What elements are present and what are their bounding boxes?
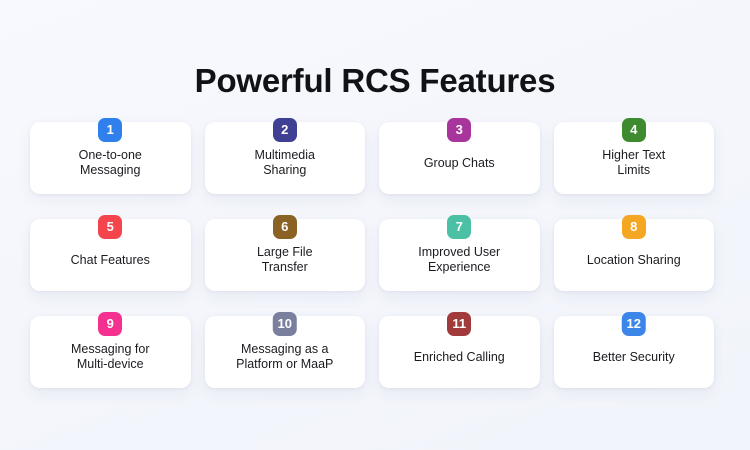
feature-number-badge: 1 [98, 118, 123, 142]
feature-number-badge: 8 [621, 215, 646, 239]
feature-label: Large File Transfer [256, 245, 313, 274]
page-title: Powerful RCS Features [194, 62, 556, 100]
feature-number-badge: 12 [621, 312, 646, 336]
feature-label: Group Chats [423, 155, 495, 170]
feature-label: Multimedia Sharing [254, 148, 315, 177]
feature-number-badge: 2 [272, 118, 297, 142]
feature-label: Improved User Experience [418, 245, 501, 274]
feature-number-badge: 7 [447, 215, 472, 239]
feature-number-badge: 6 [272, 215, 297, 239]
feature-label: Location Sharing [586, 252, 681, 267]
feature-number-badge: 4 [621, 118, 646, 142]
feature-label: Messaging for Multi-device [70, 342, 150, 371]
feature-label: One-to-one Messaging [78, 148, 142, 177]
feature-label: Chat Features [70, 252, 150, 267]
feature-number-badge: 3 [447, 118, 472, 142]
feature-label: Enriched Calling [413, 349, 505, 364]
feature-label: Messaging as a Platform or MaaP [236, 342, 334, 371]
feature-number-badge: 5 [98, 215, 123, 239]
feature-number-badge: 10 [272, 312, 297, 336]
feature-label: Higher Text Limits [602, 148, 666, 177]
feature-number-badge: 9 [98, 312, 123, 336]
feature-label: Better Security [592, 349, 675, 364]
feature-number-badge: 11 [447, 312, 472, 336]
